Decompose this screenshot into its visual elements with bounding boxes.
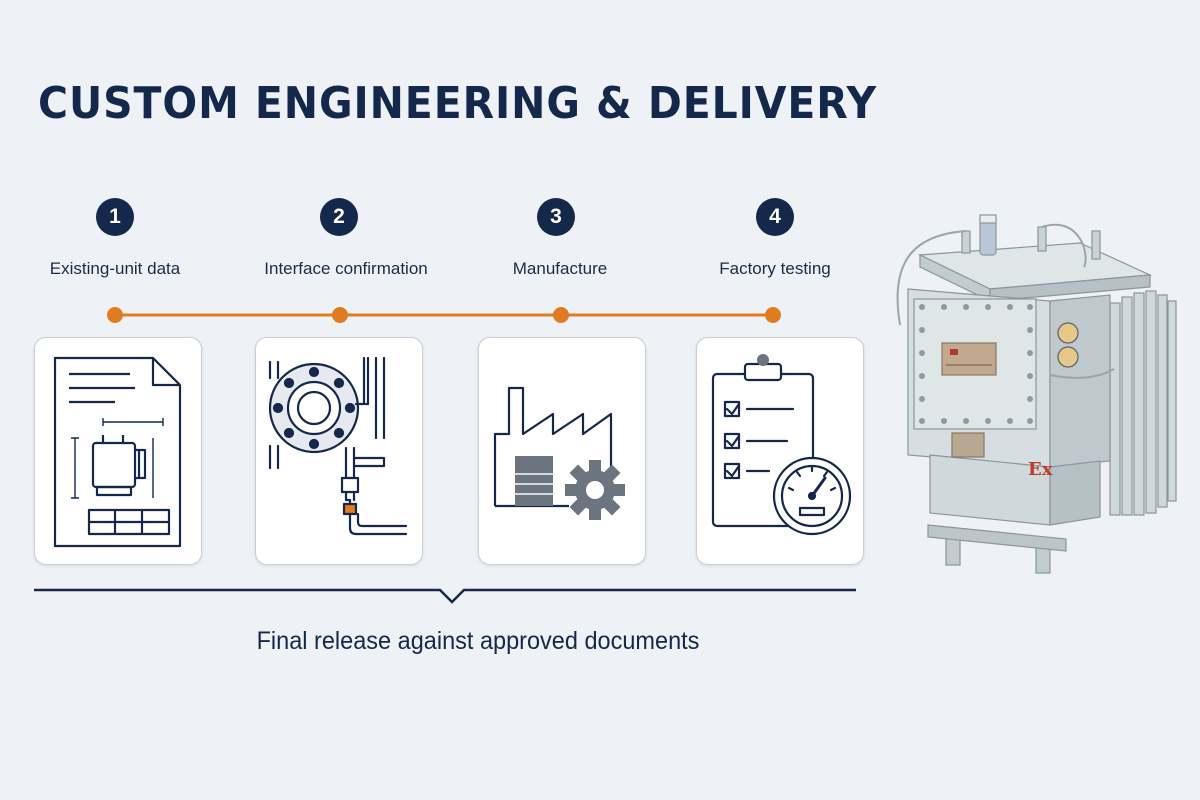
timeline-dot-4 [765, 307, 781, 323]
step-1-number: 1 [96, 198, 134, 236]
step-2-card [255, 337, 423, 565]
step-2-number: 2 [320, 198, 358, 236]
final-release-text: Final release against approved documents [256, 627, 700, 655]
factory-gear-icon [493, 386, 625, 520]
nameplate [941, 342, 997, 376]
timeline-dot-2 [332, 307, 348, 323]
step-4-number: 4 [756, 198, 794, 236]
ex-marking: Ex [1028, 459, 1053, 480]
document-drawing-icon [53, 356, 182, 548]
transformer-image: Ex [896, 214, 1177, 574]
step-3-number: 3 [537, 198, 575, 236]
step-3-label: Manufacture [512, 259, 608, 278]
cooling-fins [1109, 290, 1177, 516]
step-1-card [34, 337, 202, 565]
page-title: CUSTOM ENGINEERING & DELIVERY [38, 78, 878, 129]
step-2-label: Interface confirmation [264, 259, 428, 278]
timeline-dot-3 [553, 307, 569, 323]
step-4-label: Factory testing [719, 259, 831, 278]
step-4-card [696, 337, 864, 565]
step-3-card [478, 337, 646, 565]
release-bracket [34, 588, 856, 604]
flange-pipe-icon [268, 356, 408, 536]
step-1-label: Existing-unit data [49, 259, 181, 278]
timeline-dot-1 [107, 307, 123, 323]
clipboard-gauge-icon [711, 354, 852, 536]
panel-bolts [919, 304, 1033, 424]
